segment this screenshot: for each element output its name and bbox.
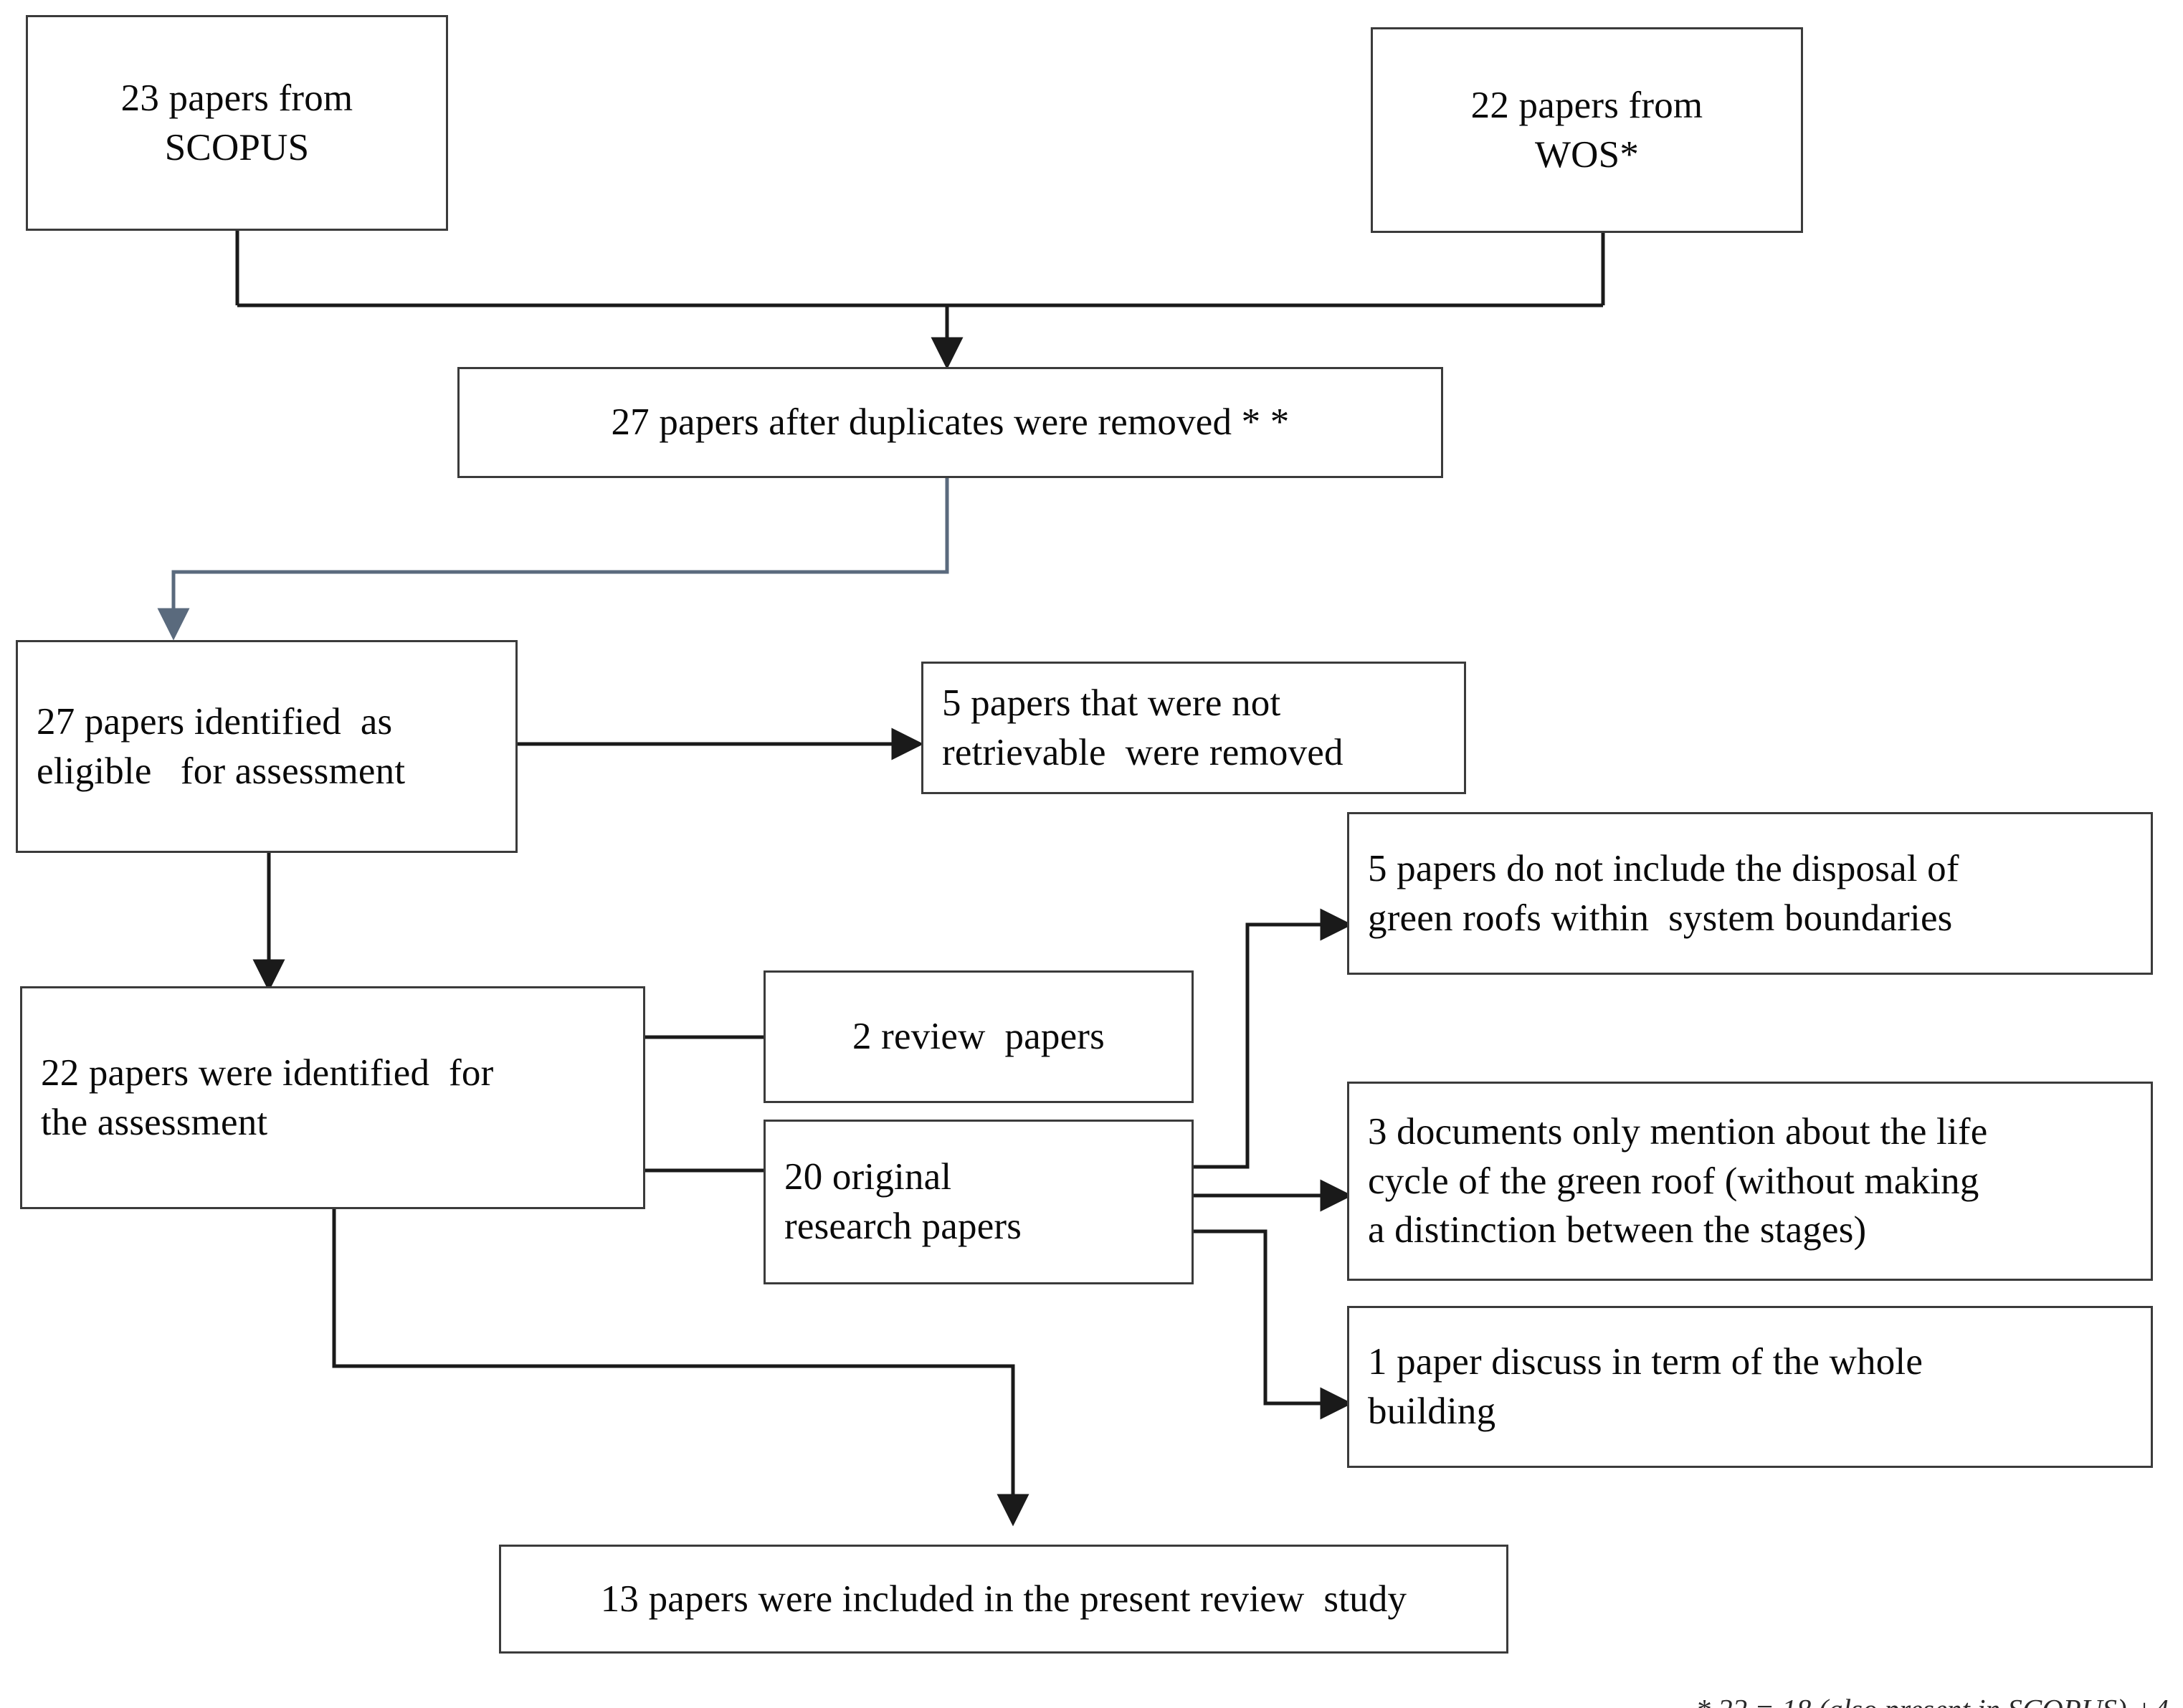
node-scopus-line-0: 23 papers from (120, 77, 353, 119)
node-no-disposal-line-0: 5 papers do not include the disposal of (1368, 847, 1959, 889)
node-identified-for-assessment[interactable]: 22 papers were identified for the assess… (20, 986, 645, 1209)
footnotes: * 22 = 18 (also present in SCOPUS) +4 * … (1463, 1606, 2169, 1708)
connector-original-to-no-disposal (1190, 908, 1353, 1169)
node-whole-building-line-0: 1 paper discuss in term of the whole (1368, 1341, 1923, 1383)
node-original-research-line-0: 20 original (784, 1156, 952, 1198)
node-identified-line-0: 22 papers were identified for (41, 1051, 494, 1094)
node-wos[interactable]: 22 papers from WOS* (1371, 27, 1803, 233)
node-scopus-line-1: SCOPUS (164, 126, 310, 168)
node-review-papers[interactable]: 2 review papers (764, 970, 1194, 1103)
node-scopus[interactable]: 23 papers from SCOPUS (26, 15, 448, 231)
node-wos-line-0: 22 papers from (1470, 84, 1703, 126)
node-no-disposal-line-1: green roofs within system boundaries (1368, 897, 1953, 939)
node-eligible-line-1: eligible for assessment (37, 750, 406, 792)
node-identified-line-1: the assessment (41, 1101, 268, 1143)
node-lifecycle-line-1: cycle of the green roof (without making (1368, 1160, 1979, 1202)
node-original-research-line-1: research papers (784, 1206, 1022, 1247)
node-eligible-line-0: 27 papers identified as (37, 700, 393, 743)
node-included[interactable]: 13 papers were included in the present r… (499, 1545, 1508, 1654)
footnote-single-asterisk: * 22 = 18 (also present in SCOPUS) +4 (1463, 1689, 2169, 1708)
node-only-mention-lifecycle[interactable]: 3 documents only mention about the life … (1347, 1082, 2153, 1281)
node-lifecycle-line-0: 3 documents only mention about the life (1368, 1110, 1988, 1153)
node-lifecycle-line-2: a distinction between the stages) (1368, 1209, 1867, 1251)
node-not-retrievable[interactable]: 5 papers that were not retrievable were … (921, 662, 1466, 794)
node-deduplicated-line-0: 27 papers after duplicates were removed … (611, 401, 1290, 444)
connector-deduplicated-to-eligible (157, 478, 949, 641)
node-wos-line-1: WOS* (1534, 133, 1640, 176)
node-whole-building[interactable]: 1 paper discuss in term of the whole bui… (1347, 1306, 2153, 1468)
node-whole-building-line-1: building (1368, 1390, 1496, 1432)
node-original-research[interactable]: 20 original research papers (764, 1120, 1194, 1284)
node-no-disposal[interactable]: 5 papers do not include the disposal of … (1347, 812, 2153, 975)
node-included-line-0: 13 papers were included in the present r… (600, 1578, 1407, 1620)
node-eligible[interactable]: 27 papers identified as eligible for ass… (16, 640, 518, 853)
node-not-retrievable-line-0: 5 papers that were not (942, 682, 1281, 724)
node-review-papers-line-0: 2 review papers (852, 1016, 1105, 1058)
node-deduplicated[interactable]: 27 papers after duplicates were removed … (457, 367, 1443, 478)
node-not-retrievable-line-1: retrievable were removed (942, 731, 1343, 773)
connector-original-to-whole-building (1190, 1229, 1353, 1420)
